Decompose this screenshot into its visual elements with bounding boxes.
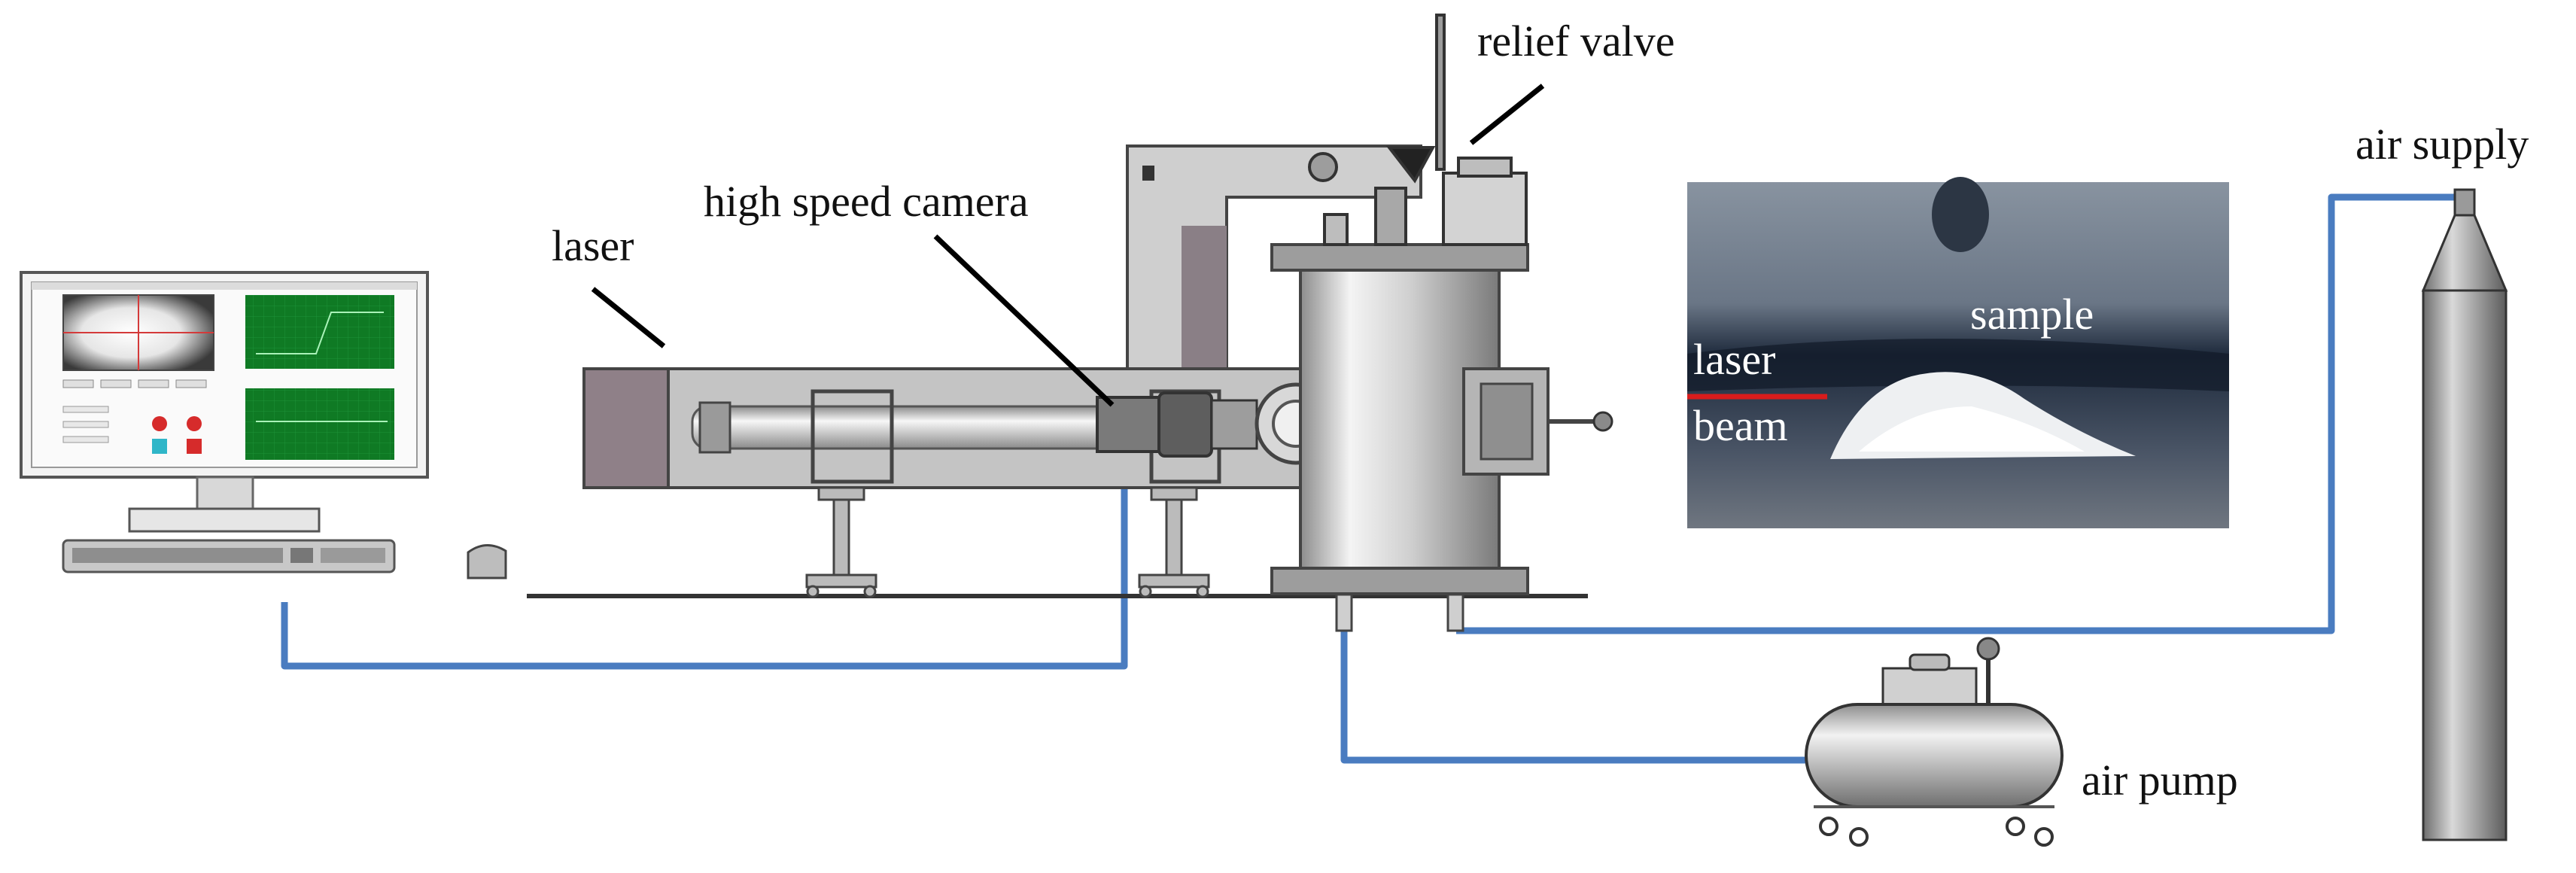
rail-stands bbox=[805, 486, 1210, 598]
laser-callout-line bbox=[591, 287, 666, 348]
optic-mount-left bbox=[811, 389, 894, 484]
label-air-supply: air supply bbox=[2356, 120, 2529, 169]
computer-workstation bbox=[20, 271, 507, 579]
air-supply-cylinder bbox=[2421, 188, 2508, 841]
chamber-outlet-right bbox=[1446, 593, 1464, 632]
vacuum-chamber-top-flange bbox=[1270, 243, 1529, 272]
label-high-speed-camera: high speed camera bbox=[704, 177, 1029, 226]
computer-to-camera-cable bbox=[281, 448, 1128, 670]
relief-valve-assembly bbox=[1308, 14, 1528, 246]
photo-label-beam: beam bbox=[1693, 401, 1788, 450]
callout-lines bbox=[591, 84, 1545, 407]
label-laser: laser bbox=[552, 221, 634, 270]
chamber-to-air-pump-pipe bbox=[1340, 628, 1810, 764]
air-pump bbox=[1805, 637, 2064, 847]
monitor-neck bbox=[196, 476, 254, 510]
high-speed-camera-body bbox=[1096, 396, 1160, 453]
pipes bbox=[281, 193, 2455, 764]
chamber-outlet-left bbox=[1335, 593, 1353, 632]
label-relief-valve: relief valve bbox=[1477, 17, 1674, 65]
vacuum-chamber-bottom-flange bbox=[1270, 567, 1529, 595]
photo-label-sample: sample bbox=[1970, 290, 2094, 339]
monitor-base bbox=[128, 507, 321, 533]
control-widgets bbox=[62, 379, 207, 454]
chamber-to-air-supply-pipe bbox=[1456, 193, 2455, 634]
laser-test-apparatus bbox=[527, 14, 1613, 632]
camera-lens bbox=[1157, 391, 1213, 458]
mouse bbox=[467, 544, 507, 579]
camera-callout-line bbox=[933, 234, 1115, 407]
laser-housing bbox=[582, 367, 670, 489]
relief-valve-rod bbox=[1435, 14, 1446, 171]
gas-bottle-body bbox=[2422, 289, 2508, 841]
photo-label-laser: laser bbox=[1693, 335, 1776, 384]
lens-tube bbox=[691, 405, 1115, 450]
label-air-pump: air pump bbox=[2082, 756, 2238, 805]
sample-photo: sample laser beam bbox=[1687, 177, 2229, 528]
air-pump-tank bbox=[1805, 703, 2064, 808]
relief-valve-callout-line bbox=[1469, 84, 1545, 145]
